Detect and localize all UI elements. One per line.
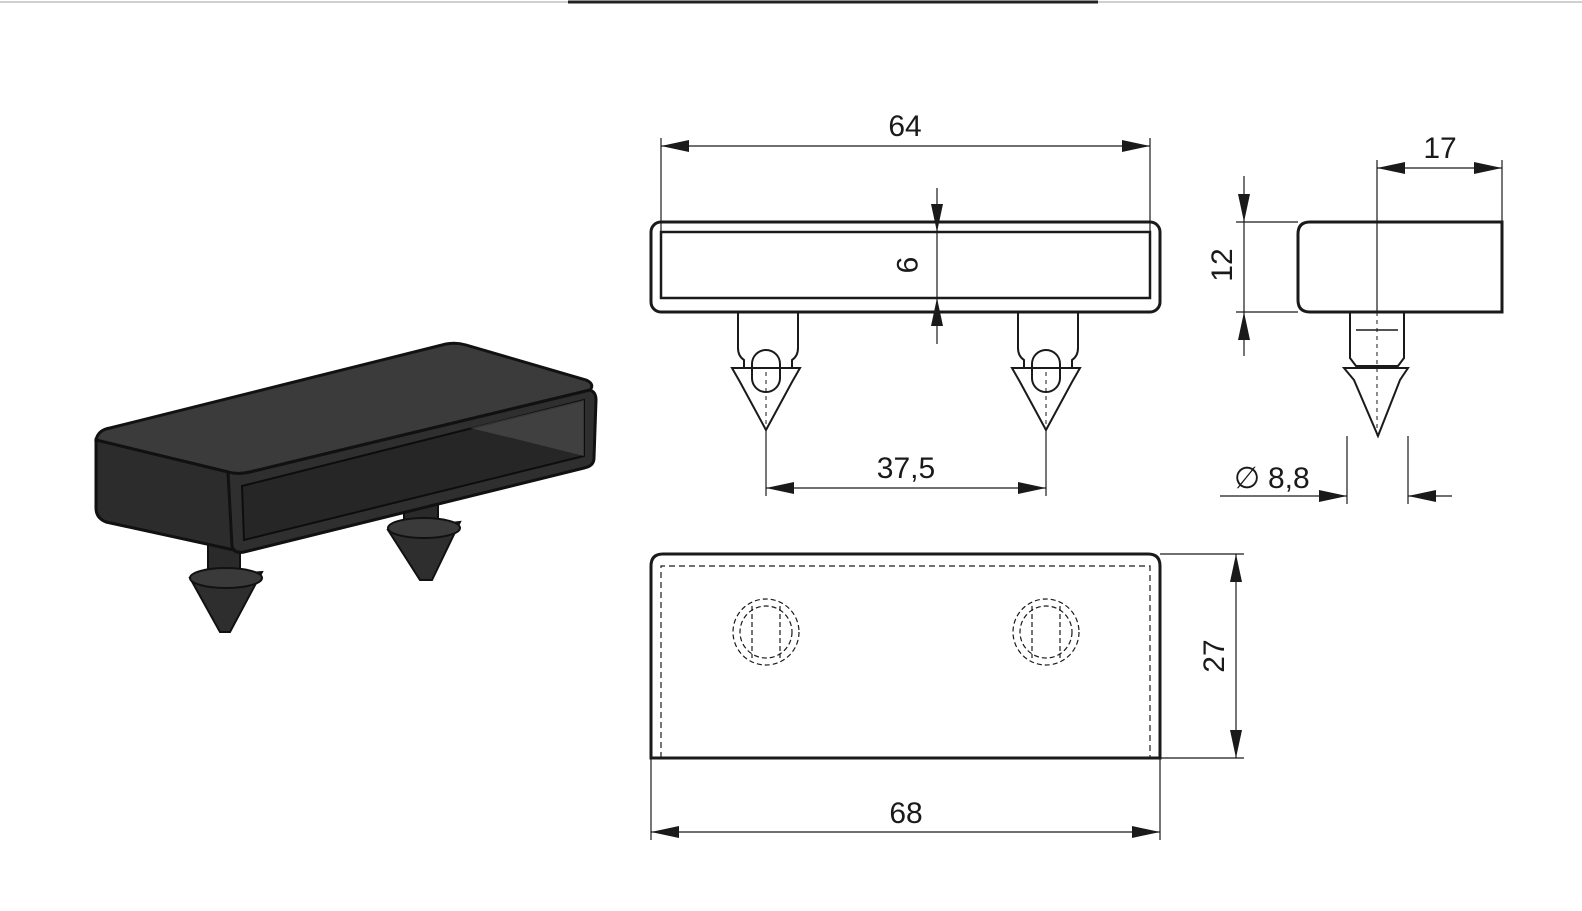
label-17: 17 xyxy=(1423,132,1456,165)
side-pin xyxy=(1341,312,1410,439)
front-pin-left xyxy=(730,312,802,433)
front-view: 64 9 37,5 xyxy=(649,110,1162,496)
iso-inner-shade xyxy=(470,400,584,456)
dim-9 xyxy=(931,188,943,344)
iso-pin-right xyxy=(386,504,462,581)
label-68: 68 xyxy=(889,797,922,830)
diameter-symbol: ∅ xyxy=(1234,462,1260,495)
side-view: 17 12 ∅ 8,8 xyxy=(1206,132,1504,504)
label-8-8: 8,8 xyxy=(1268,462,1310,495)
side-body xyxy=(1296,220,1504,314)
dim-37-5 xyxy=(765,430,1047,496)
front-inner-opening xyxy=(659,230,1152,300)
dim-27 xyxy=(1160,553,1244,759)
plan-view: 27 68 xyxy=(649,552,1244,840)
dim-12 xyxy=(1236,176,1298,356)
iso-left-face xyxy=(94,438,236,552)
label-27: 27 xyxy=(1198,639,1231,672)
plan-hole-left xyxy=(732,598,800,666)
plan-hidden-edge xyxy=(660,565,1151,758)
label-9: 9 xyxy=(890,257,923,274)
front-pin-right xyxy=(1010,312,1082,433)
plan-hole-right xyxy=(1012,598,1080,666)
plan-outline xyxy=(649,552,1162,760)
front-outer-body xyxy=(649,220,1162,314)
dim-68 xyxy=(650,758,1161,840)
label-64: 64 xyxy=(888,110,921,143)
dim-64 xyxy=(660,138,1151,232)
label-12: 12 xyxy=(1206,248,1239,281)
dim-8-8 xyxy=(1220,436,1452,504)
dim-17 xyxy=(1377,160,1503,222)
label-37-5: 37,5 xyxy=(877,452,935,485)
iso-pin-left xyxy=(188,539,264,633)
isometric-part-view xyxy=(94,341,598,633)
